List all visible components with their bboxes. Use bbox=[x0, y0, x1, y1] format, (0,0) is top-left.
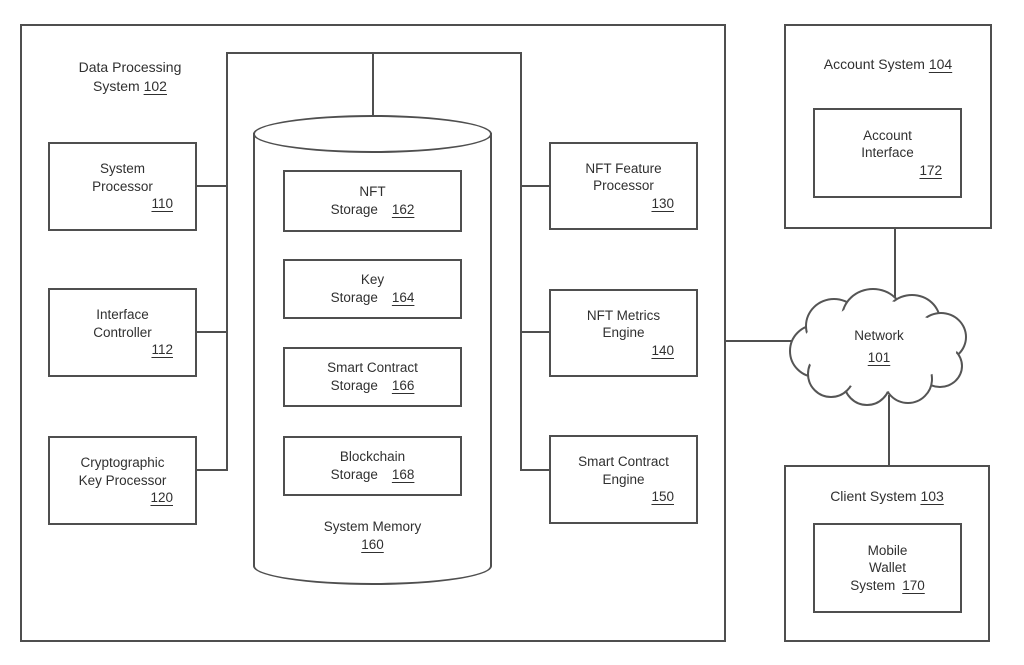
connector-interface-controller bbox=[197, 331, 228, 333]
connector-bus-top bbox=[226, 52, 522, 54]
account-interface-ref: 172 bbox=[919, 162, 942, 178]
key-storage-line1: Key bbox=[360, 272, 385, 288]
connector-nft-metrics-engine bbox=[520, 331, 551, 333]
smart-contract-engine-line1: Smart Contract bbox=[578, 454, 669, 470]
account-system-label: Account System 104 bbox=[823, 56, 953, 72]
dps-ref: 102 bbox=[143, 77, 167, 94]
cloud-fill bbox=[823, 300, 935, 392]
system-memory-ref: 160 bbox=[361, 537, 384, 553]
data-processing-system-label: Data Processing System 102 bbox=[48, 58, 212, 96]
connector-account-to-network bbox=[894, 229, 896, 299]
nft-metrics-engine-ref: 140 bbox=[651, 342, 674, 358]
connector-bus-right bbox=[520, 52, 522, 471]
connector-main-to-network bbox=[726, 340, 800, 342]
client-system-label: Client System 103 bbox=[830, 488, 944, 504]
smart-contract-engine-box: Smart Contract Engine 150 bbox=[549, 435, 698, 524]
connector-bus-left bbox=[226, 52, 228, 471]
cryptographic-key-processor-line2: Key Processor bbox=[78, 472, 167, 488]
system-processor-ref: 110 bbox=[151, 196, 173, 212]
network-ref: 101 bbox=[867, 350, 891, 365]
mobile-wallet-line2: Wallet bbox=[868, 560, 906, 576]
account-interface-box: Account Interface 172 bbox=[813, 108, 962, 198]
connector-cryptographic-key-processor bbox=[197, 469, 228, 471]
dps-title-line1: Data Processing bbox=[78, 59, 182, 75]
cryptographic-key-processor-ref: 120 bbox=[150, 490, 173, 506]
cryptographic-key-processor-line1: Cryptographic bbox=[80, 455, 165, 471]
nft-storage-line1: NFT bbox=[359, 184, 386, 200]
system-processor-line1: System bbox=[99, 161, 145, 177]
network-label: Network 101 bbox=[789, 286, 969, 408]
interface-controller-box: Interface Controller 112 bbox=[48, 288, 197, 377]
nft-metrics-engine-line1: NFT Metrics bbox=[586, 307, 661, 323]
nft-feature-processor-box: NFT Feature Processor 130 bbox=[549, 142, 698, 230]
interface-controller-line1: Interface bbox=[96, 307, 149, 323]
nft-feature-processor-ref: 130 bbox=[651, 195, 674, 211]
smart-contract-engine-ref: 150 bbox=[651, 489, 674, 505]
cryptographic-key-processor-box: Cryptographic Key Processor 120 bbox=[48, 436, 197, 525]
cylinder-top-ellipse bbox=[253, 115, 492, 153]
connector-system-processor bbox=[197, 185, 228, 187]
interface-controller-line2: Controller bbox=[93, 324, 152, 340]
connector-nft-feature-processor bbox=[520, 185, 551, 187]
nft-metrics-engine-box: NFT Metrics Engine 140 bbox=[549, 289, 698, 377]
system-processor-line2: Processor bbox=[92, 178, 153, 194]
dps-title-line2: System 102 bbox=[93, 77, 167, 94]
connector-smart-contract-engine bbox=[520, 469, 551, 471]
mobile-wallet-line1: Mobile bbox=[867, 542, 908, 558]
interface-controller-ref: 112 bbox=[151, 342, 173, 358]
smart-contract-storage-line1: Smart Contract bbox=[327, 360, 418, 376]
data-processing-system-box bbox=[20, 24, 726, 642]
network-cloud-icon: Network 101 bbox=[789, 286, 969, 408]
smart-contract-engine-line2: Engine bbox=[602, 471, 645, 487]
network-label-text: Network bbox=[854, 328, 904, 344]
blockchain-storage-line1: Blockchain bbox=[339, 449, 406, 465]
system-processor-box: System Processor 110 bbox=[48, 142, 197, 231]
system-memory-label: System Memory 160 bbox=[283, 518, 462, 554]
account-system-ref: 104 bbox=[928, 56, 953, 72]
client-system-ref: 103 bbox=[920, 488, 944, 504]
connector-bus-to-memory bbox=[372, 52, 374, 130]
connector-network-to-client bbox=[888, 395, 890, 465]
nft-metrics-engine-line2: Engine bbox=[602, 325, 645, 341]
account-interface-line1: Account bbox=[863, 127, 912, 143]
nft-feature-processor-line1: NFT Feature bbox=[585, 160, 662, 176]
account-interface-line2: Interface bbox=[861, 145, 914, 161]
system-memory-label-text: System Memory bbox=[323, 519, 422, 534]
nft-feature-processor-line2: Processor bbox=[593, 178, 654, 194]
